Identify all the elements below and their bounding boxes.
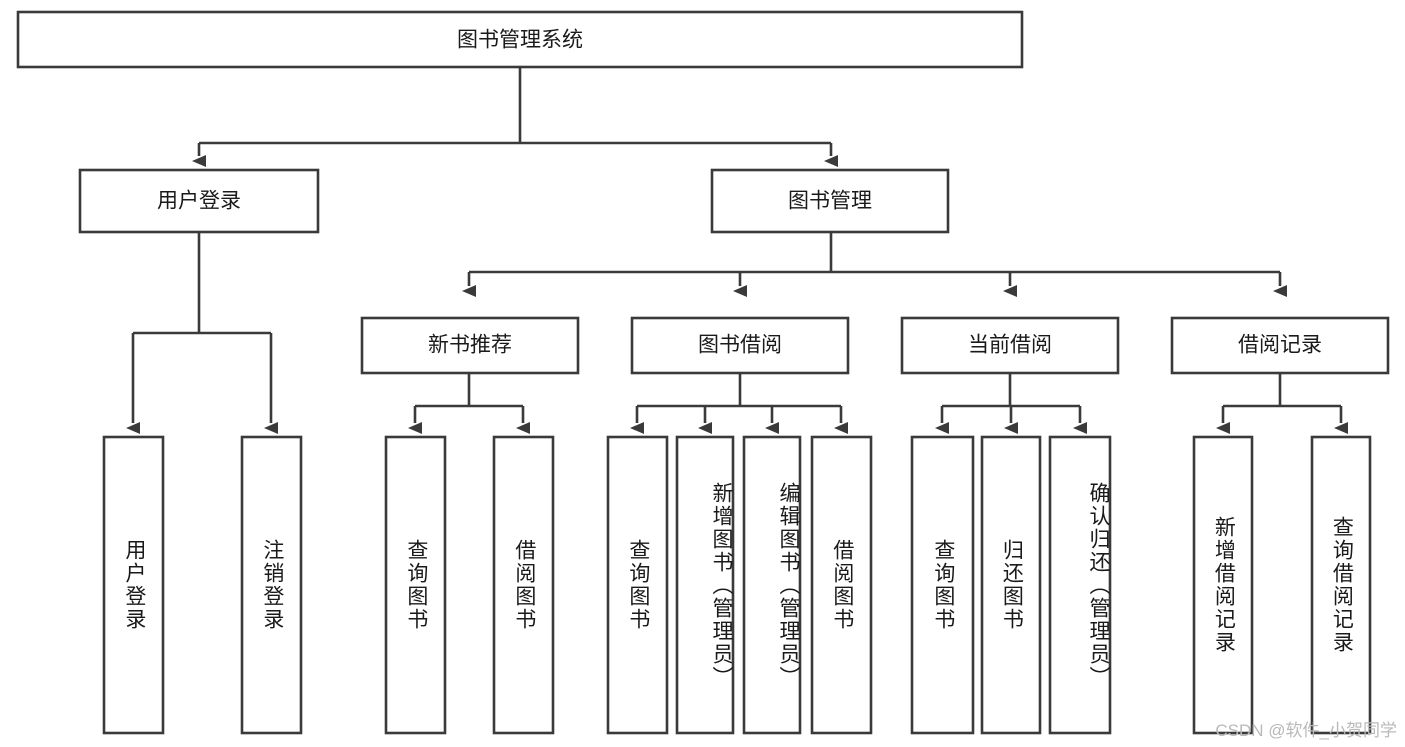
horizontal-label-layer: 图书管理系统 用户登录 图书管理 新书推荐 图书借阅 当前借阅 借阅记录 bbox=[157, 29, 1322, 357]
node-current-borrow-label: 当前借阅 bbox=[968, 334, 1052, 357]
leaf-current-2[interactable] bbox=[980, 435, 1042, 735]
connector-layer bbox=[126, 67, 1348, 434]
node-new-book-recommend[interactable] bbox=[360, 316, 580, 375]
node-borrow-records-label: 借阅记录 bbox=[1238, 334, 1322, 357]
node-current-borrow[interactable] bbox=[900, 316, 1120, 375]
leaf-borrow-2[interactable] bbox=[675, 435, 735, 735]
node-root-label: 图书管理系统 bbox=[457, 29, 583, 52]
node-box-layer bbox=[16, 10, 1390, 735]
node-book-borrow[interactable] bbox=[630, 316, 850, 375]
leaf-new-book-2[interactable] bbox=[492, 435, 555, 735]
node-root[interactable] bbox=[16, 10, 1024, 69]
node-book-borrow-label: 图书借阅 bbox=[698, 334, 782, 357]
node-borrow-records[interactable] bbox=[1170, 316, 1390, 375]
node-user-login-label: 用户登录 bbox=[157, 190, 241, 213]
leaf-current-1[interactable] bbox=[910, 435, 975, 735]
node-user-login[interactable] bbox=[78, 168, 320, 234]
node-new-book-recommend-label: 新书推荐 bbox=[428, 334, 512, 357]
node-book-management[interactable] bbox=[710, 168, 950, 234]
leaf-new-book-1[interactable] bbox=[384, 435, 447, 735]
leaf-borrow-1[interactable] bbox=[606, 435, 669, 735]
leaf-user-login-2[interactable] bbox=[240, 435, 303, 735]
leaf-user-login-1[interactable] bbox=[102, 435, 165, 735]
leaf-borrow-4[interactable] bbox=[810, 435, 873, 735]
leaf-records-1[interactable] bbox=[1192, 435, 1254, 735]
leaf-records-2[interactable] bbox=[1310, 435, 1372, 735]
leaf-current-3[interactable] bbox=[1048, 435, 1112, 735]
node-book-management-label: 图书管理 bbox=[788, 190, 872, 213]
leaf-borrow-3[interactable] bbox=[742, 435, 802, 735]
